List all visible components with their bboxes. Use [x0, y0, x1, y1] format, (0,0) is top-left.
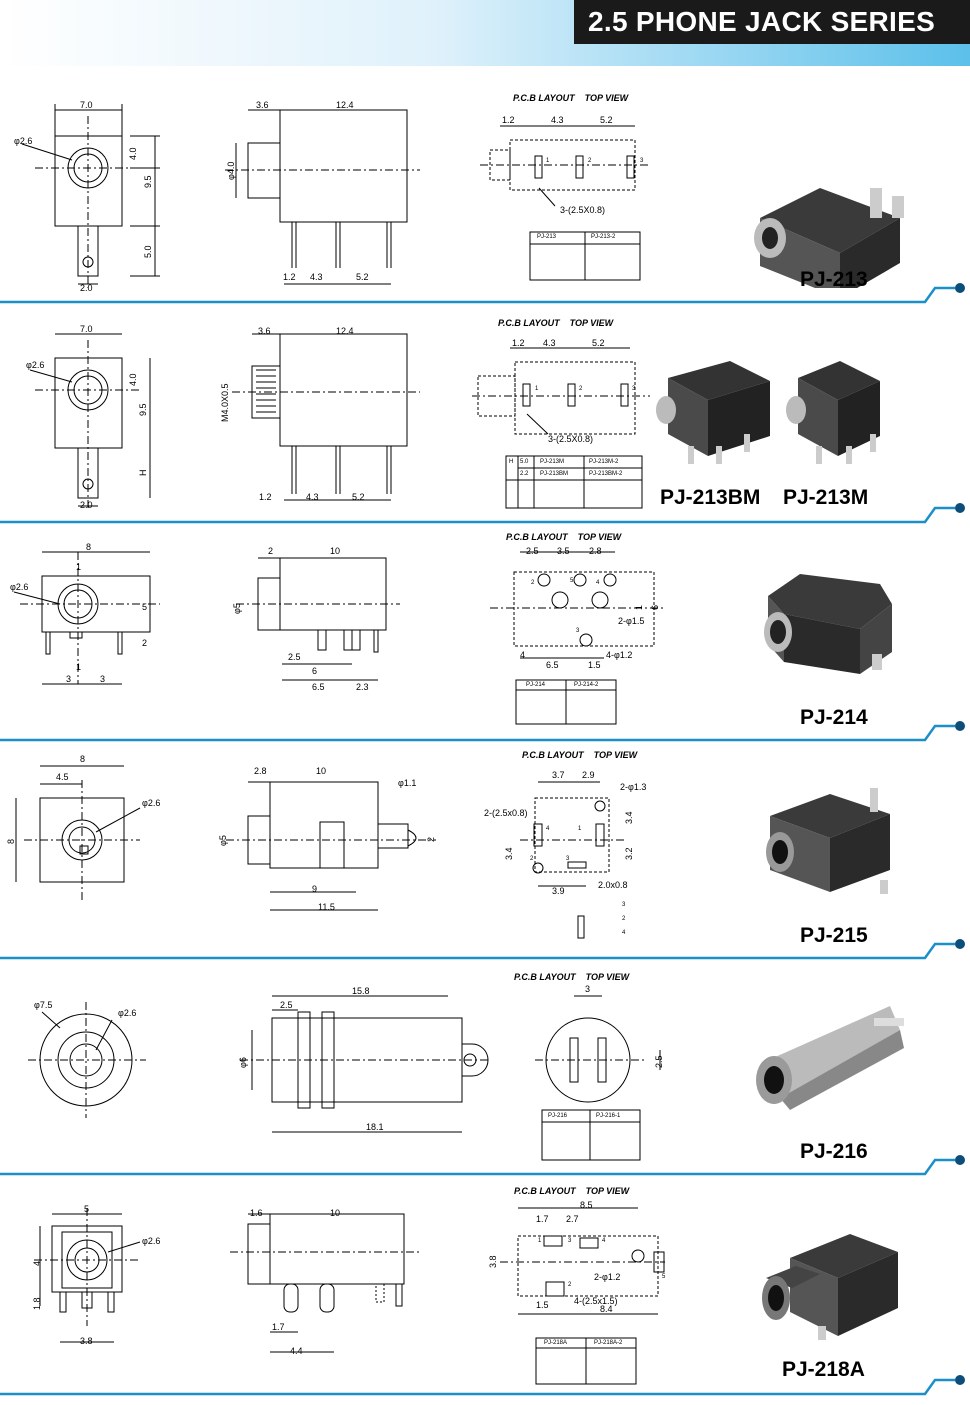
pj-218a-drawings [34, 1207, 898, 1385]
page-title: 2.5 PHONE JACK SERIES [588, 6, 936, 37]
section-pj-218a: 5 φ2.6 4 1.8 3.8 1.6 10 1.7 4.4 P.C.B LA… [0, 1186, 970, 1396]
section-separator [0, 283, 965, 304]
pj-213-drawings [21, 104, 904, 288]
pj-216-drawings [28, 995, 904, 1161]
model-label: PJ-215 [800, 924, 868, 947]
section-separator [0, 939, 965, 960]
section-pj-213bm: 7.0 φ2.6 4.0 9.5 H 2.0 3.6 12.4 M4.0X0.5… [0, 316, 970, 516]
pj-215-drawings [15, 765, 890, 939]
section-separator [0, 503, 965, 524]
pj-213-photo [754, 188, 904, 288]
pj-214-photo [764, 574, 892, 674]
model-label: PJ-218A [782, 1358, 865, 1381]
section-pj-214: 8 1 φ2.6 5 2 1 3 3 2 10 φ5 2.5 6 6.5 2.3… [0, 532, 970, 734]
pj-218a-photo [762, 1234, 898, 1340]
section-separator [0, 721, 965, 742]
pj-213bm-drawings [29, 333, 880, 509]
section-separator [0, 1375, 965, 1396]
model-label: PJ-214 [800, 706, 868, 729]
model-label: PJ-213 [800, 268, 868, 291]
section-pj-216: φ7.5 φ2.6 15.8 2.5 φ6 18.1 P.C.B LAYOUT … [0, 970, 970, 1170]
pj-216-photo [756, 1006, 904, 1110]
model-label-m: PJ-213M [783, 486, 869, 509]
model-label-bm: PJ-213BM [660, 486, 761, 509]
header-title-box [574, 0, 970, 44]
section-pj-213: 7.0 φ2.6 4.0 9.5 5.0 2.0 3.6 12.4 φ4.0 1… [0, 88, 970, 293]
pj-214-drawings [13, 551, 892, 725]
pj-213m-photo [786, 361, 880, 464]
pj-215-photo [766, 788, 890, 894]
pj-213bm-photo [656, 361, 770, 464]
section-pj-215: 8 4.5 φ2.6 8 2.8 10 φ1.1 φ5 2 9 11.5 P.C… [0, 750, 970, 952]
section-separator [0, 1155, 965, 1176]
model-label: PJ-216 [800, 1140, 868, 1163]
